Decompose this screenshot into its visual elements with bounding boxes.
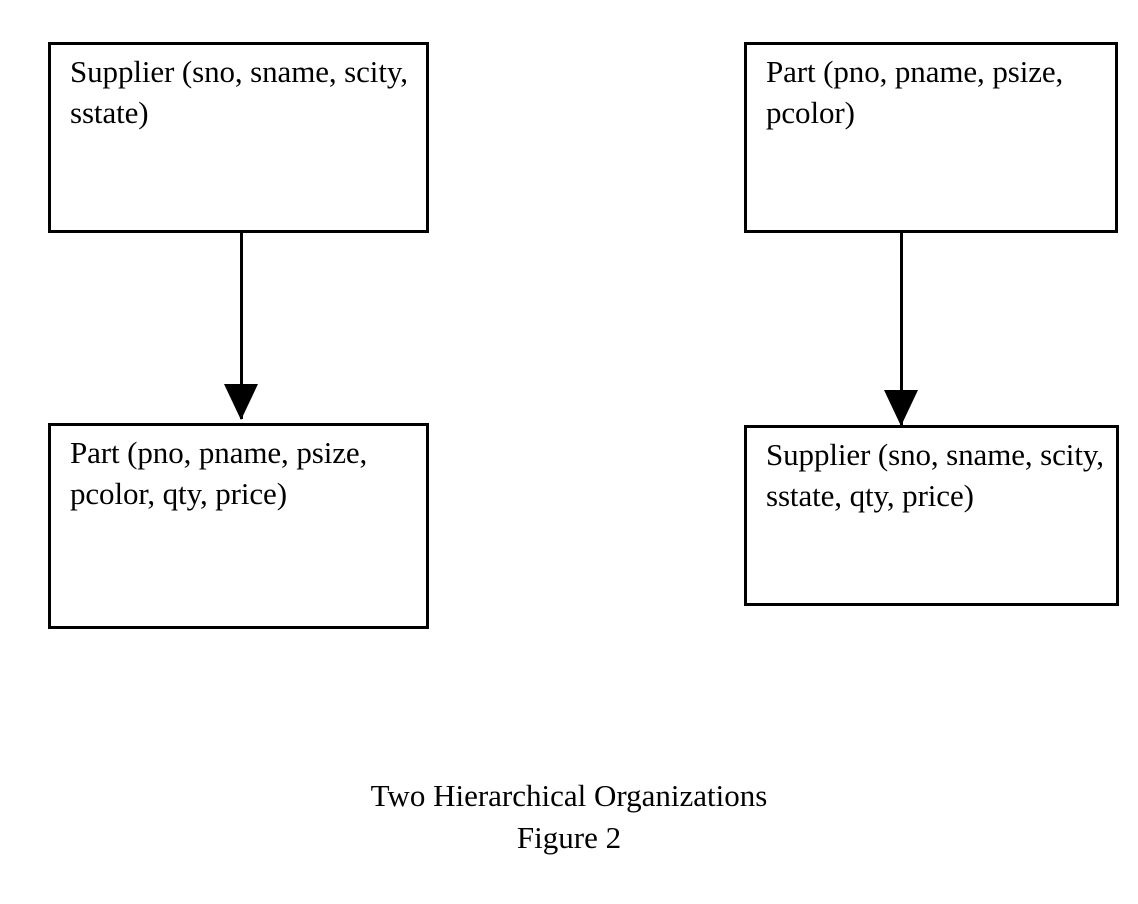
arrow-shaft (900, 233, 903, 425)
figure-caption-title: Two Hierarchical Organizations (370, 778, 768, 813)
entity-box-part-root: Part (pno, pname, psize, pcolor) (744, 42, 1118, 233)
hierarchy-arrow-supplier-to-part (221, 233, 261, 420)
figure-caption: Two Hierarchical Organizations Figure 2 (0, 775, 1138, 859)
arrow-head-icon (224, 384, 258, 420)
entity-box-supplier-child: Supplier (sno, sname, scity, sstate, qty… (744, 425, 1119, 606)
hierarchy-arrow-part-to-supplier (881, 233, 921, 426)
figure-caption-number: Figure 2 (516, 820, 622, 855)
entity-box-part-child: Part (pno, pname, psize, pcolor, qty, pr… (48, 423, 429, 629)
entity-label-supplier-root: Supplier (sno, sname, scity, sstate) (70, 54, 408, 130)
entity-box-supplier-root: Supplier (sno, sname, scity, sstate) (48, 42, 429, 233)
arrow-head-icon (884, 390, 918, 426)
entity-label-part-root: Part (pno, pname, psize, pcolor) (766, 54, 1064, 130)
arrow-shaft (240, 233, 243, 419)
entity-label-supplier-child: Supplier (sno, sname, scity, sstate, qty… (766, 437, 1104, 513)
entity-label-part-child: Part (pno, pname, psize, pcolor, qty, pr… (70, 435, 368, 511)
